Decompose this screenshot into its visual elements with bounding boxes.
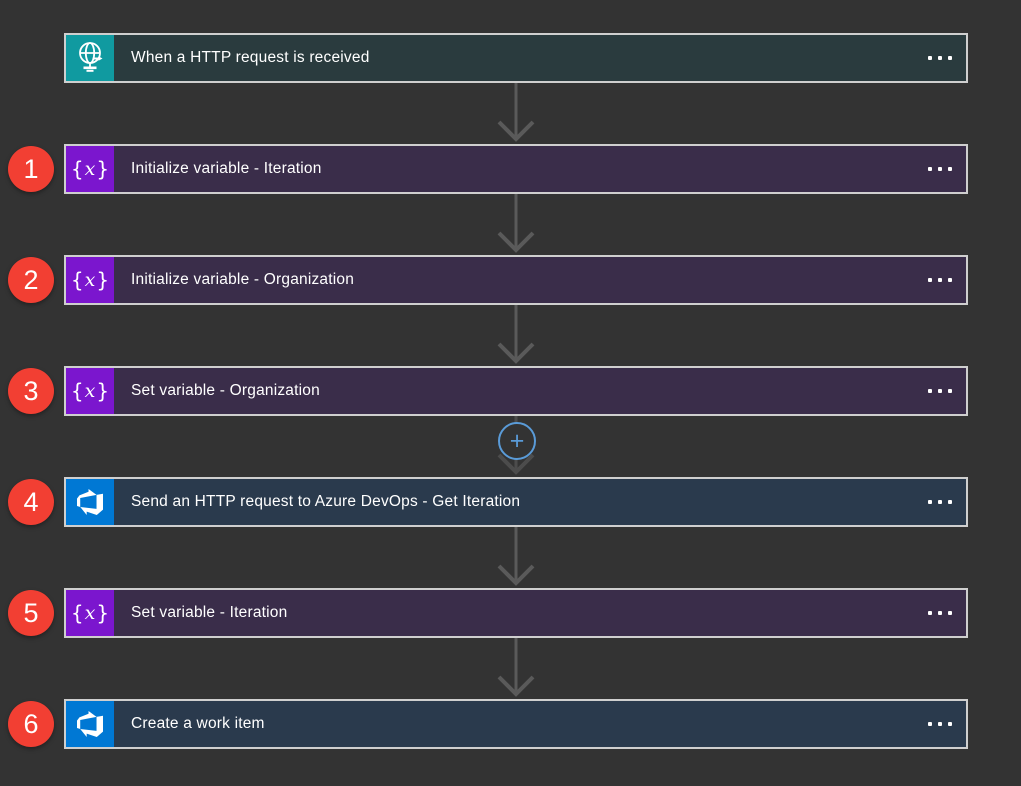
flow-step-set-variable-iteration[interactable]: {x} Set variable - Iteration (64, 588, 968, 638)
step-title: Set variable - Iteration (114, 590, 914, 636)
variable-x-icon: {x} (66, 368, 114, 414)
step-title: Initialize variable - Iteration (114, 146, 914, 192)
flow-step-send-http-request-azure-devops[interactable]: Send an HTTP request to Azure DevOps - G… (64, 477, 968, 527)
step-number-badge-5: 5 (8, 590, 54, 636)
flow-step-initialize-variable-organization[interactable]: {x} Initialize variable - Organization (64, 255, 968, 305)
flow-step-set-variable-organization[interactable]: {x} Set variable - Organization (64, 366, 968, 416)
connector-arrow (497, 83, 535, 142)
flow-step-initialize-variable-iteration[interactable]: {x} Initialize variable - Iteration (64, 144, 968, 194)
step-title: Set variable - Organization (114, 368, 914, 414)
step-menu-button[interactable] (914, 479, 966, 525)
step-number-badge-6: 6 (8, 701, 54, 747)
flow-step-trigger-http-request[interactable]: When a HTTP request is received (64, 33, 968, 83)
step-title: Create a work item (114, 701, 914, 747)
connector-arrow (497, 638, 535, 697)
step-menu-button[interactable] (914, 368, 966, 414)
step-menu-button[interactable] (914, 701, 966, 747)
variable-x-icon: {x} (66, 257, 114, 303)
azure-devops-icon (66, 479, 114, 525)
step-number-badge-1: 1 (8, 146, 54, 192)
connector-arrow (497, 305, 535, 364)
connector-arrow (497, 527, 535, 586)
variable-x-icon: {x} (66, 146, 114, 192)
step-number-badge-3: 3 (8, 368, 54, 414)
azure-devops-icon (66, 701, 114, 747)
flow-step-create-work-item[interactable]: Create a work item (64, 699, 968, 749)
http-request-globe-icon (66, 35, 114, 81)
step-number-badge-2: 2 (8, 257, 54, 303)
variable-x-icon: {x} (66, 590, 114, 636)
step-menu-button[interactable] (914, 146, 966, 192)
step-title: Send an HTTP request to Azure DevOps - G… (114, 479, 914, 525)
step-menu-button[interactable] (914, 35, 966, 81)
insert-step-button[interactable]: + (498, 422, 536, 460)
step-menu-button[interactable] (914, 257, 966, 303)
step-title: When a HTTP request is received (114, 35, 914, 81)
step-title: Initialize variable - Organization (114, 257, 914, 303)
step-number-badge-4: 4 (8, 479, 54, 525)
step-menu-button[interactable] (914, 590, 966, 636)
connector-arrow (497, 194, 535, 253)
